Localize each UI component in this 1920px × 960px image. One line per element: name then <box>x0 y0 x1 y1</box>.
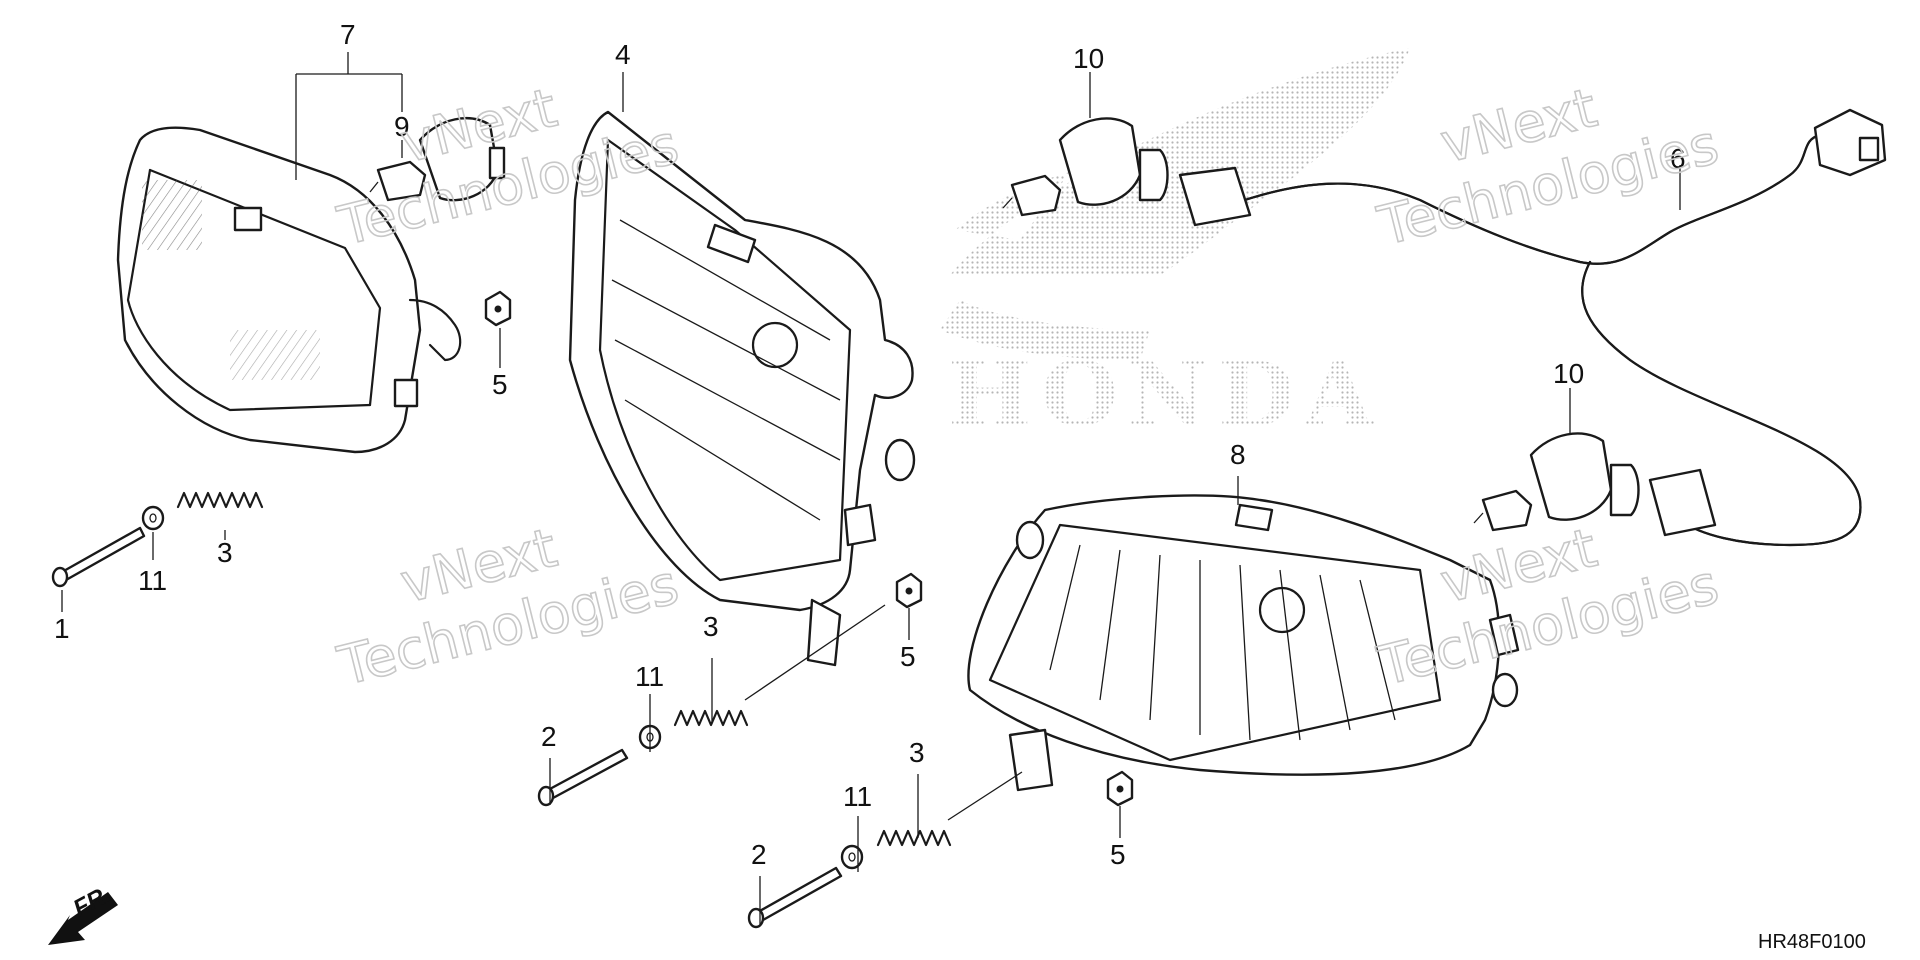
callout-2-a: 2 <box>541 721 557 752</box>
part-5-clip-c <box>1106 770 1134 807</box>
callouts: 7 9 4 10 6 10 8 5 5 5 1 11 3 2 11 3 2 11… <box>54 19 1686 870</box>
part-10-bulb-a <box>1002 117 1169 217</box>
callout-6: 6 <box>1670 143 1686 174</box>
callout-3-c: 3 <box>909 737 925 768</box>
callout-11-a: 11 <box>138 565 167 596</box>
callout-7: 7 <box>340 19 356 50</box>
callout-10-a: 10 <box>1073 43 1104 74</box>
callout-11-c: 11 <box>843 781 872 812</box>
part-1-bolt <box>51 526 146 588</box>
callout-5-b: 5 <box>900 641 916 672</box>
brand-wordmark: HONDA <box>948 342 1383 446</box>
callout-8: 8 <box>1230 439 1246 470</box>
callout-3-a: 3 <box>217 537 233 568</box>
part-2-bolt-b <box>747 866 843 929</box>
part-8-headlight <box>967 494 1520 792</box>
callout-2-b: 2 <box>751 839 767 870</box>
part-5-clip-b <box>895 572 923 609</box>
wing-logo-icon <box>940 48 1410 360</box>
diagram-code: HR48F0100 <box>1758 931 1866 953</box>
part-7-aux-headlight <box>116 126 462 454</box>
callout-10-b: 10 <box>1553 358 1584 389</box>
callout-9: 9 <box>394 111 410 142</box>
part-2-bolt-a <box>537 748 629 807</box>
callout-1: 1 <box>54 613 70 644</box>
brand-watermark: HONDA <box>940 48 1410 446</box>
part-3-spring-a <box>176 491 264 509</box>
part-9-bulb <box>369 117 506 202</box>
leader-lines <box>61 52 1681 925</box>
part-5-clip-a <box>484 290 512 327</box>
part-3-spring-b <box>673 604 886 727</box>
callout-5-c: 5 <box>1110 839 1126 870</box>
part-6-wire-harness <box>1178 108 1887 547</box>
callout-3-b: 3 <box>703 611 719 642</box>
front-indicator: FR. <box>48 881 118 945</box>
arrow-down-left-icon <box>48 892 118 945</box>
callout-5-a: 5 <box>492 369 508 400</box>
part-3-spring-c <box>876 771 1023 847</box>
callout-11-b: 11 <box>635 661 664 692</box>
part-4-headlight <box>568 110 916 667</box>
part-11-washer-a <box>141 505 165 531</box>
part-11-washer-c <box>840 844 864 870</box>
part-10-bulb-b <box>1473 432 1640 532</box>
callout-4: 4 <box>615 39 631 70</box>
